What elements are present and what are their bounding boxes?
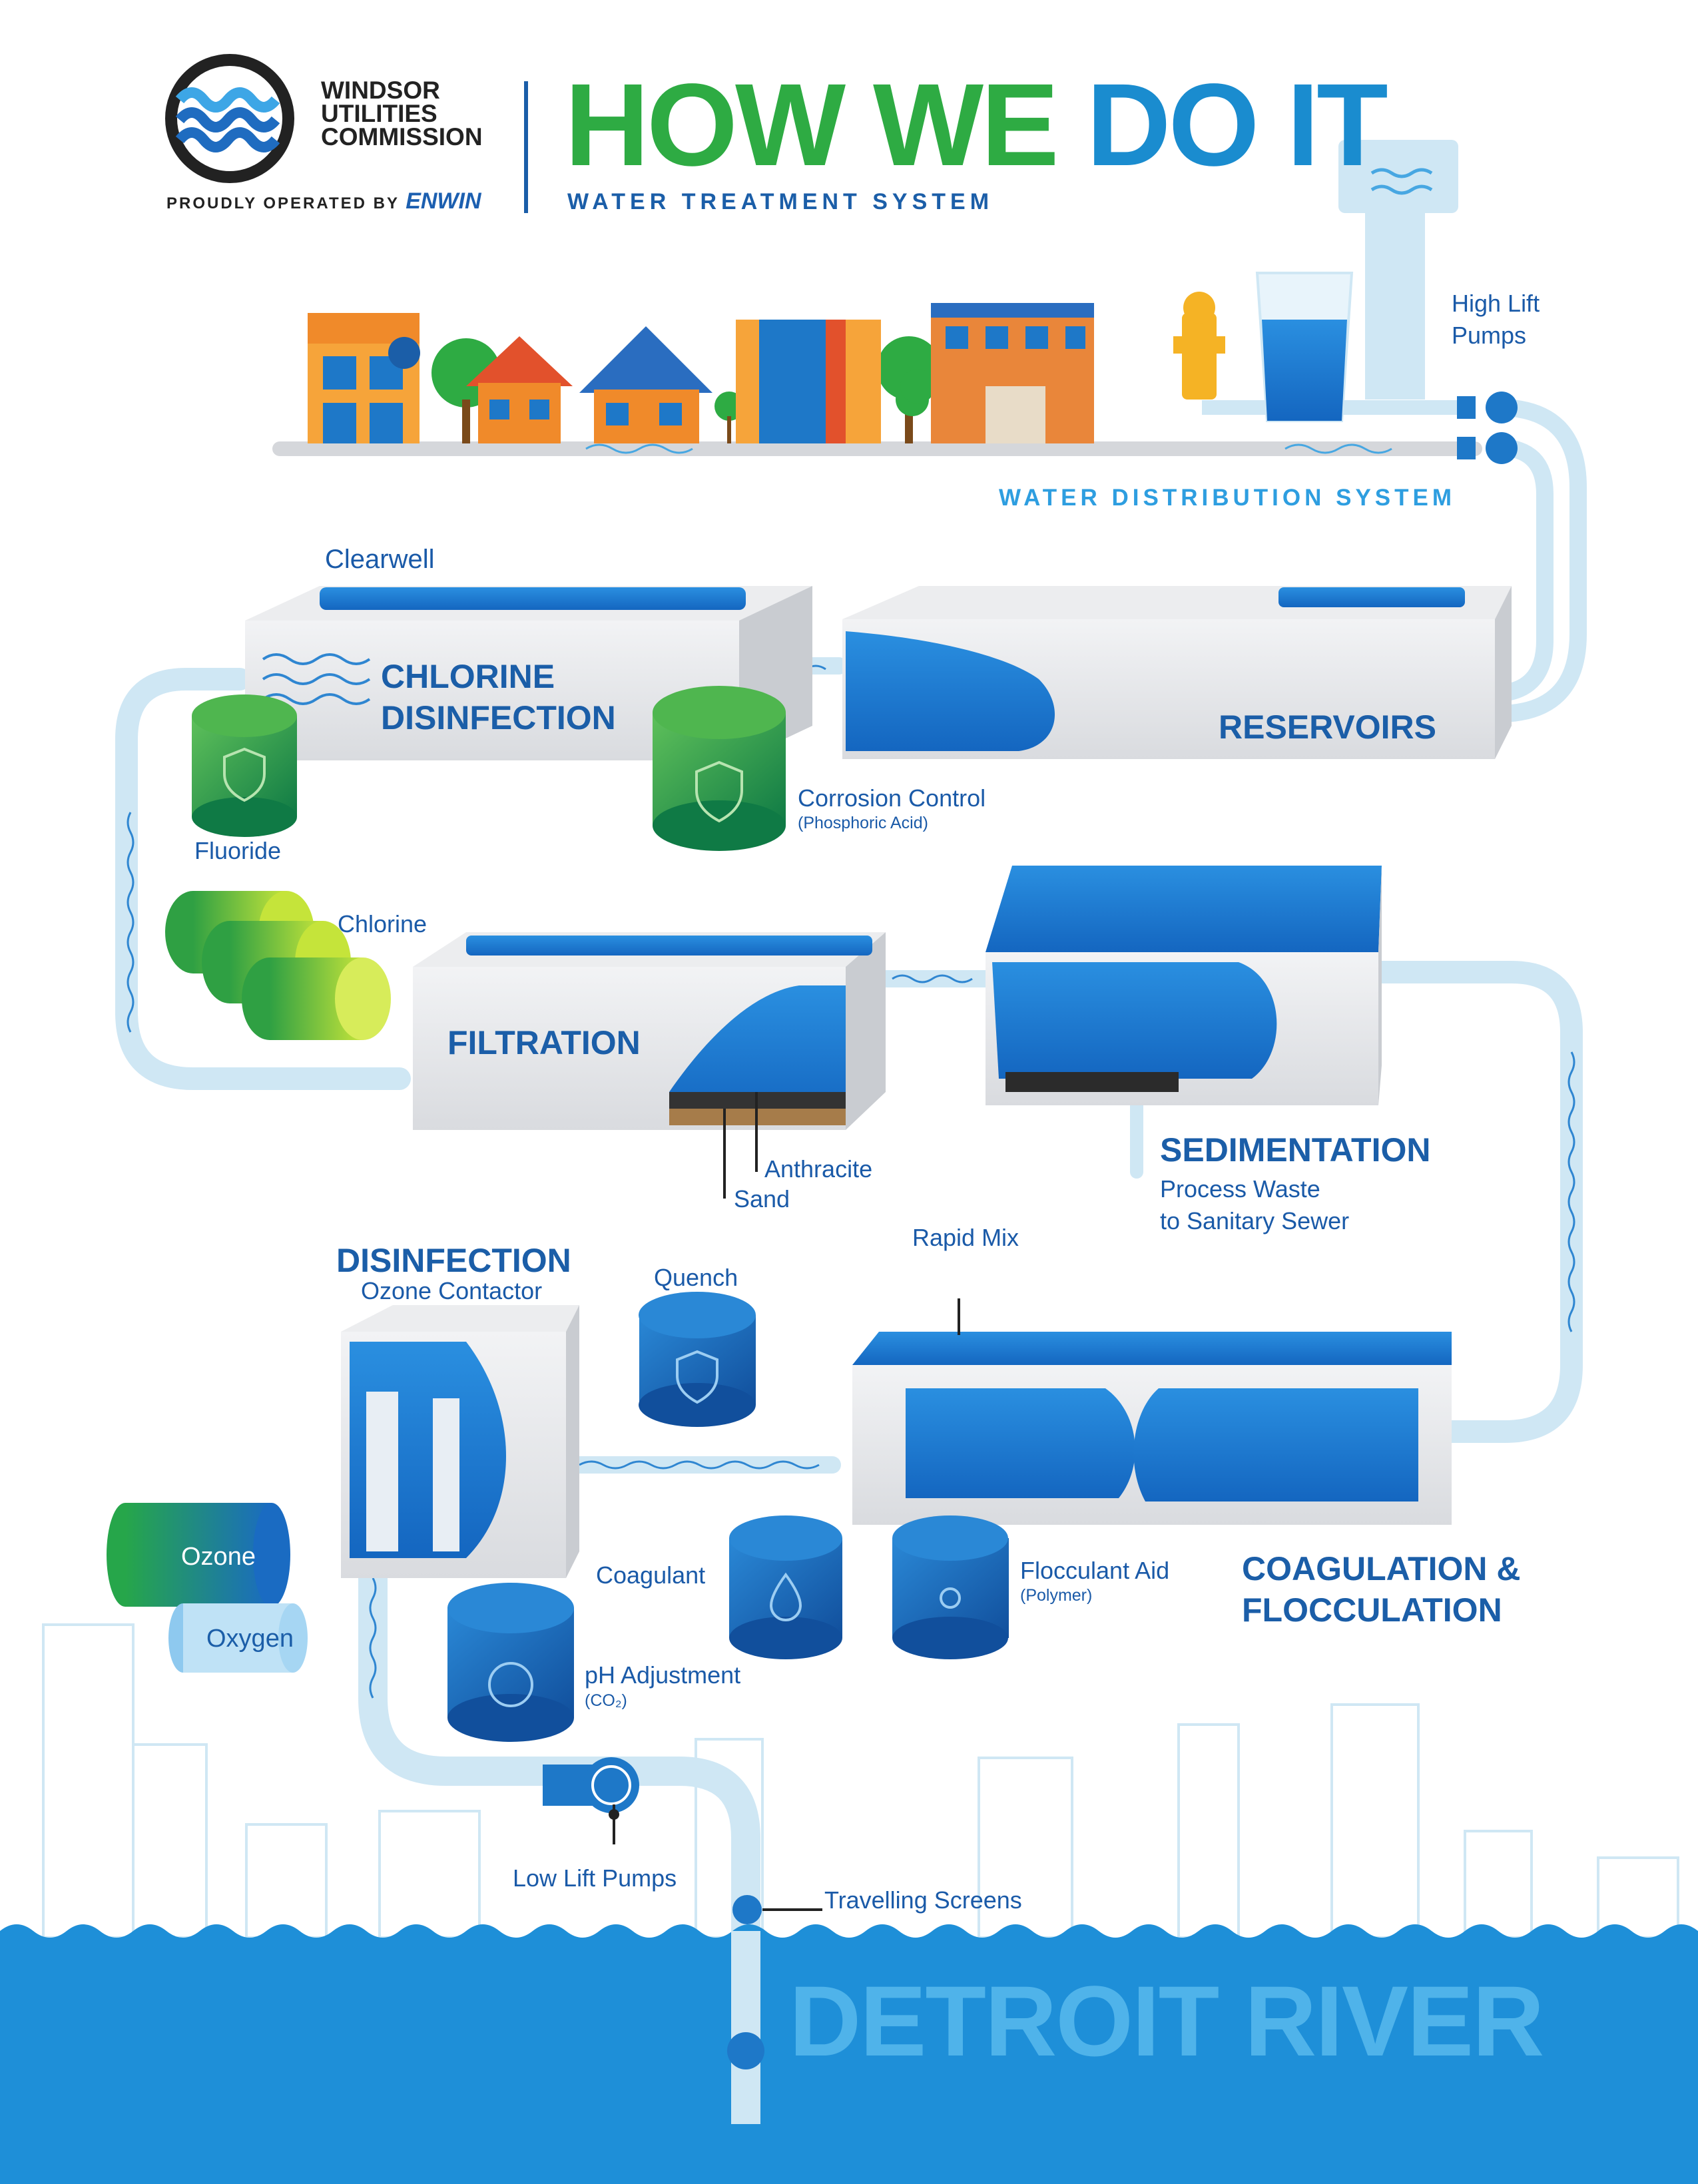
store-building [308,313,420,443]
fire-hydrant [1173,292,1225,400]
quench-tank [639,1292,756,1427]
flocculant-tank [892,1515,1009,1659]
water-glass [1255,272,1354,422]
clearwell-label: Clearwell [325,545,435,574]
ozone-tank [107,1503,290,1607]
corrosion-control-sublabel: (Phosphoric Acid) [798,814,928,832]
travelling-screens-label: Travelling Screens [824,1886,1022,1914]
logo-wordmark: WINDSOR UTILITIES COMMISSION [321,77,483,150]
page-subtitle: WATER TREATMENT SYSTEM [567,189,994,214]
low-lift-pump-icon [543,1757,639,1844]
corrosion-control-tank [653,686,786,851]
operated-by: PROUDLY OPERATED BY ENWIN [166,188,481,214]
filtration-box [413,932,886,1130]
water-tower [1338,140,1458,400]
filtration-title: FILTRATION [447,1024,641,1061]
river-label: DETROIT RIVER [789,1965,1544,2077]
callout-lines [723,1092,960,1911]
reservoir-box [842,586,1512,759]
ph-adjustment-sublabel: (CO₂) [585,1691,627,1710]
intake-pipe [727,1895,764,2124]
ozone-contactor-box [341,1305,579,1578]
brick-building [931,303,1094,443]
ozone-label: Ozone [181,1543,256,1571]
flocculant-label: Flocculant Aid [1020,1557,1170,1584]
high-lift-pumps-label: High Lift Pumps [1452,290,1540,349]
high-lift-pump-icon [1457,392,1518,464]
sedimentation-title: SEDIMENTATION [1160,1131,1431,1169]
operated-by-text: PROUDLY OPERATED BY [166,194,400,212]
pipe-flow-arrows [127,665,1575,1699]
fluoride-label: Fluoride [194,837,282,864]
chlorine-disinfection-title: CHLORINE DISINFECTION [381,658,616,736]
oxygen-label: Oxygen [206,1625,294,1653]
distribution-label: WATER DISTRIBUTION SYSTEM [999,485,1456,511]
disinfection-title: DISINFECTION [336,1242,571,1279]
low-lift-pumps-label: Low Lift Pumps [513,1864,677,1892]
oxygen-tank [168,1603,308,1673]
flocculant-sublabel: (Polymer) [1020,1586,1093,1605]
office-building [736,320,881,443]
house-2 [579,326,712,443]
ph-adjustment-label: pH Adjustment [585,1661,741,1689]
ozone-contactor-label: Ozone Contactor [361,1277,543,1304]
process-waste-label: Process Waste to Sanitary Sewer [1160,1175,1350,1234]
corrosion-control-label: Corrosion Control [798,784,986,812]
page-title: HOW WE DO IT [565,67,1388,184]
chlorine-label: Chlorine [338,910,427,938]
rapid-mix-label: Rapid Mix [912,1224,1019,1251]
ph-adjustment-tank [447,1583,574,1742]
operator-name: ENWIN [406,188,481,214]
fluoride-tank [192,694,297,837]
logo-line-1: WINDSOR [321,77,440,104]
process-pipes [115,657,1583,2119]
coagulation-box [852,1332,1452,1525]
reservoirs-title: RESERVOIRS [1219,708,1436,746]
coagulant-tank [729,1515,842,1659]
quench-label: Quench [654,1264,738,1291]
chlorine-cylinders [165,891,391,1040]
logo-line-2: UTILITIES [321,100,437,127]
title-part-1: HOW WE [565,60,1087,190]
title-part-2: DO IT [1086,60,1388,190]
sedimentation-box [986,866,1382,1105]
logo-line-3: COMMISSION [321,123,483,150]
anthracite-label: Anthracite [764,1155,873,1183]
wuc-logo [165,54,294,183]
sand-label: Sand [734,1185,790,1213]
coagulant-label: Coagulant [596,1561,706,1589]
coagulation-title: COAGULATION & FLOCCULATION [1242,1550,1521,1629]
house-1 [466,336,573,443]
detroit-river [0,1924,1698,2184]
